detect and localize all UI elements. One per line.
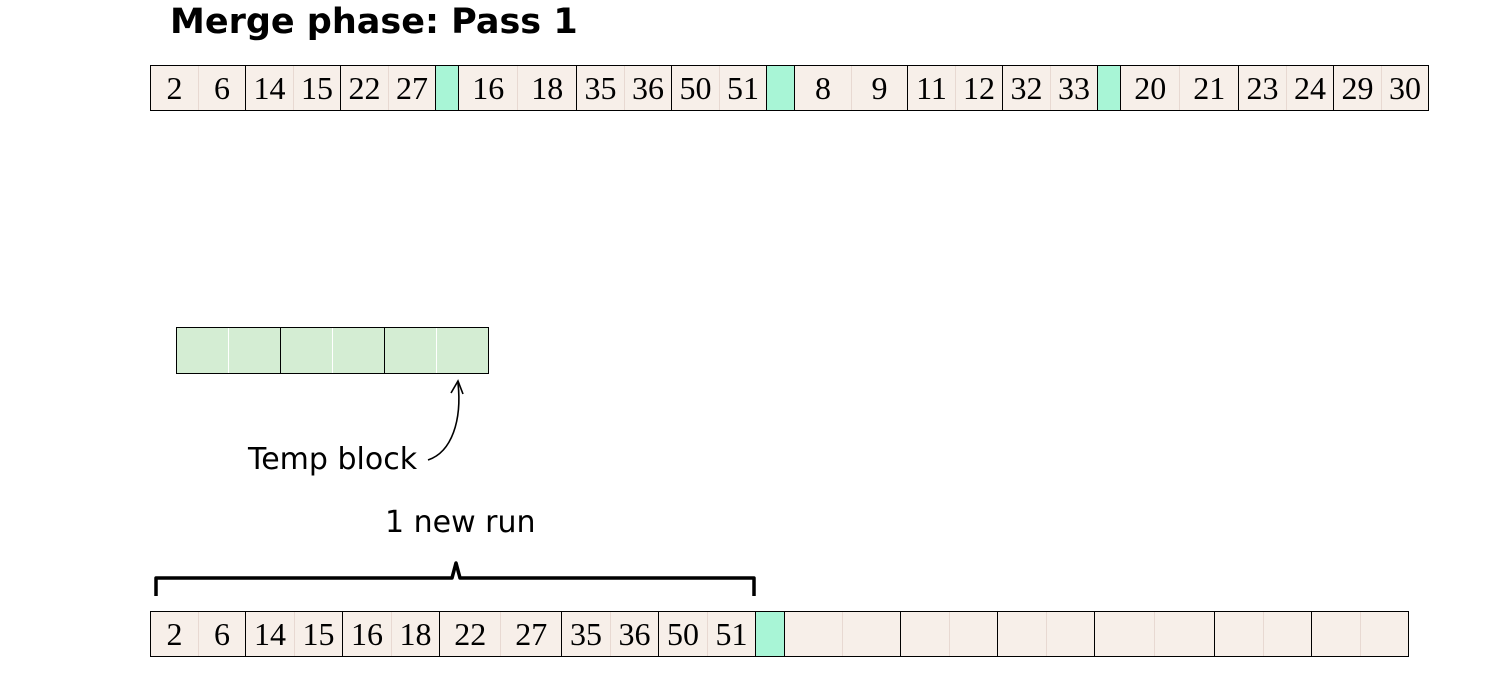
cell: 16 [472, 69, 505, 106]
cell [998, 612, 1046, 656]
cell: 50 [679, 69, 712, 106]
cell [785, 612, 842, 656]
cell [948, 612, 997, 656]
temp-buffer-block [384, 327, 489, 374]
cell: 24 [1285, 66, 1333, 110]
cell: 14 [253, 615, 286, 652]
cell [901, 612, 949, 656]
output-run-block: 22 27 [439, 611, 562, 657]
cell: 29 [1341, 69, 1374, 106]
output-empty-block [1214, 611, 1312, 657]
output-empty-block [1311, 611, 1409, 657]
cell: 16 [350, 615, 383, 652]
cell: 35 [569, 615, 602, 652]
cell: 2 [166, 69, 183, 106]
output-empty-block [784, 611, 901, 657]
cell: 8 [814, 69, 831, 106]
temp-block-arrowhead [450, 379, 464, 395]
cell: 51 [706, 612, 755, 656]
cell [1262, 612, 1311, 656]
cell: 35 [584, 69, 617, 106]
run-separator [1097, 65, 1121, 111]
cell: 6 [197, 66, 245, 110]
cell: 21 [1179, 66, 1238, 110]
cell [1045, 612, 1094, 656]
output-empty-block [900, 611, 998, 657]
cell: 14 [253, 69, 286, 106]
new-run-label: 1 new run [385, 505, 536, 540]
cell [842, 612, 900, 656]
cell: 20 [1134, 69, 1167, 106]
cell [1095, 612, 1154, 656]
cell: 51 [718, 66, 766, 110]
output-empty-block [1094, 611, 1215, 657]
run-separator [755, 611, 785, 657]
temp-block-arrow [427, 382, 460, 461]
cell: 15 [293, 612, 342, 656]
cell [1215, 612, 1263, 656]
temp-buffer-block [280, 327, 385, 374]
run-separator [435, 65, 459, 111]
cell [1312, 612, 1360, 656]
cell: 22 [454, 615, 487, 652]
cell: 27 [387, 66, 435, 110]
cell: 33 [1049, 66, 1097, 110]
cell [1359, 612, 1408, 656]
cell: 11 [916, 69, 947, 106]
cell: 18 [517, 66, 576, 110]
cell: 22 [348, 69, 381, 106]
cell: 27 [500, 612, 561, 656]
cell: 32 [1010, 69, 1043, 106]
temp-block-buffer [176, 327, 489, 374]
cell: 36 [609, 612, 658, 656]
cell: 50 [666, 615, 699, 652]
cell: 23 [1246, 69, 1279, 106]
cell: 12 [954, 66, 1002, 110]
cell [332, 328, 384, 373]
cell: 15 [292, 66, 340, 110]
page-title: Merge phase: Pass 1 [170, 2, 578, 42]
cell [1154, 612, 1214, 656]
output-empty-block [997, 611, 1095, 657]
cell: 6 [197, 612, 245, 656]
cell: 9 [850, 66, 907, 110]
new-run-brace [154, 561, 756, 596]
cell: 36 [623, 66, 671, 110]
cell [228, 328, 280, 373]
cell: 2 [166, 615, 183, 652]
cell: 18 [390, 612, 439, 656]
cell [436, 328, 488, 373]
cell: 30 [1380, 66, 1428, 110]
temp-block-label: Temp block [248, 442, 418, 477]
